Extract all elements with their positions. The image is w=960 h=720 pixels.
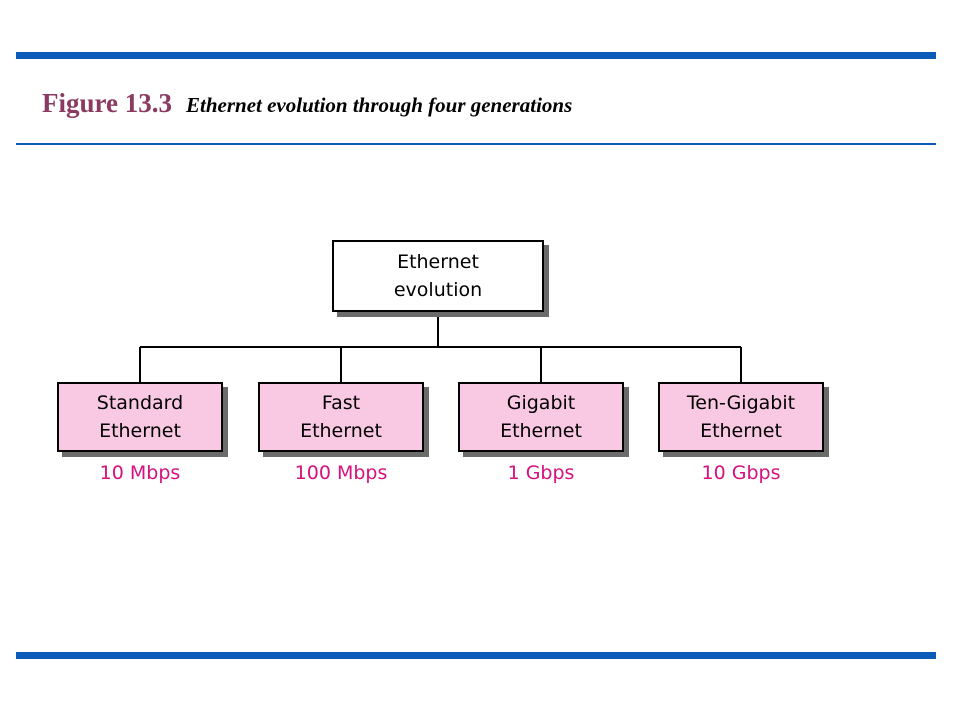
rate-label-ten-gigabit: 10 Gbps: [701, 462, 781, 484]
top-rule: [16, 52, 936, 59]
figure-number: Figure 13.3: [42, 88, 172, 118]
figure-title: Figure 13.3 Ethernet evolution through fo…: [42, 88, 572, 119]
rate-label-standard: 10 Mbps: [99, 462, 181, 484]
figure-caption: Ethernet evolution through four generati…: [186, 93, 573, 117]
rate-label-gigabit: 1 Gbps: [507, 462, 575, 484]
root-node-line1: Ethernet: [397, 251, 479, 273]
rate-label-fast: 100 Mbps: [294, 462, 388, 484]
node-standard-ethernet: Standard Ethernet: [57, 382, 223, 452]
root-node-ethernet-evolution: Ethernet evolution: [332, 240, 544, 312]
node-gigabit-ethernet: Gigabit Ethernet: [458, 382, 624, 452]
node-label-line2: Ethernet: [99, 420, 181, 442]
node-label-line1: Ten-Gigabit: [686, 392, 796, 414]
root-node-line2: evolution: [393, 279, 483, 301]
node-ten-gigabit-ethernet: Ten-Gigabit Ethernet: [658, 382, 824, 452]
node-label-line2: Ethernet: [500, 420, 582, 442]
node-label-line1: Gigabit: [506, 392, 576, 414]
node-label-line2: Ethernet: [300, 420, 382, 442]
node-label-line1: Fast: [321, 392, 361, 414]
node-label-line2: Ethernet: [700, 420, 782, 442]
node-label-line1: Standard: [96, 392, 184, 414]
node-fast-ethernet: Fast Ethernet: [258, 382, 424, 452]
title-underline-rule: [16, 143, 936, 145]
bottom-rule: [16, 652, 936, 659]
